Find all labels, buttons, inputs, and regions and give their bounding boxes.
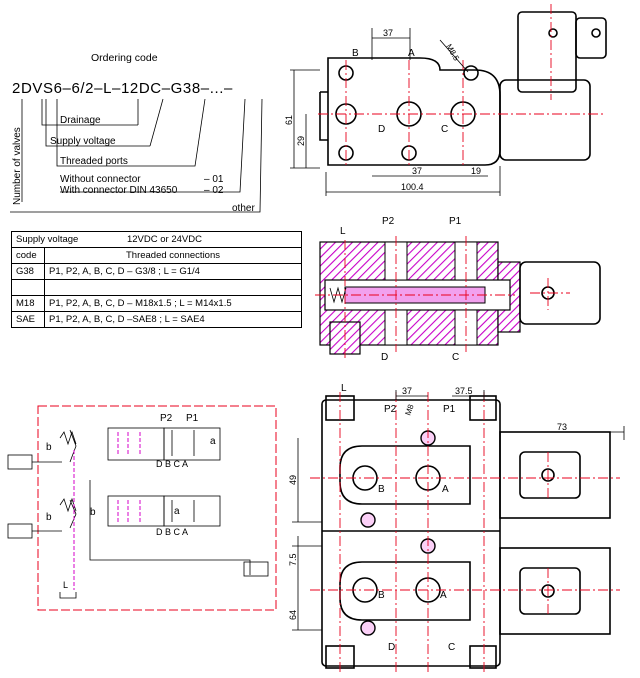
without-connector-code: – 01 — [204, 174, 224, 185]
solenoid-upper — [519, 451, 581, 499]
schematic-p1: P1 — [186, 413, 199, 424]
port-b-upper: B — [378, 484, 385, 495]
port-b-lower: B — [378, 590, 385, 601]
port-d-section: D — [381, 352, 388, 363]
solenoid-top — [499, 79, 591, 161]
table-row: M18 P1, P2, A, B, C, D – M18x1.5 ; L = M… — [11, 295, 302, 312]
row-code: SAE — [11, 311, 45, 328]
dim-19: 19 — [471, 166, 481, 176]
schematic-a-upper: a — [210, 436, 216, 447]
row-connections — [44, 279, 302, 296]
schematic-b-upper: b — [46, 442, 52, 453]
port-b-top: B — [352, 48, 359, 59]
row-code: M18 — [11, 295, 45, 312]
port-p1-section: P1 — [449, 216, 462, 227]
port-l-bottom: L — [341, 383, 347, 394]
row-code — [11, 279, 45, 296]
schematic-a-lower: a — [174, 506, 180, 517]
valve-body-top — [327, 57, 501, 166]
port-c-top: C — [441, 124, 448, 135]
port-a-lower: A — [440, 590, 447, 601]
schematic-l: L — [63, 580, 68, 590]
port-l-section: L — [340, 226, 346, 237]
row-connections: P1, P2, A, B, C, D –SAE8 ; L = SAE4 — [44, 311, 302, 328]
schematic-frame — [37, 405, 277, 611]
dim-100-4: 100.4 — [401, 182, 424, 192]
port-p2-section: P2 — [382, 216, 395, 227]
dim-37-top: 37 — [383, 28, 393, 38]
schematic-ports-upper: D B C A — [156, 459, 188, 469]
port-c-bottom: C — [448, 642, 455, 653]
dim-m8: M8 — [403, 403, 415, 417]
dim-7-5: 7.5 — [288, 553, 298, 566]
port-d-top: D — [378, 124, 385, 135]
row-connections: P1, P2, A, B, C, D – M18x1.5 ; L = M14x1… — [44, 295, 302, 312]
dim-29: 29 — [296, 136, 306, 146]
supply-voltage-table: Supply voltage 12VDC or 24VDC code Threa… — [11, 231, 302, 328]
with-connector-label: With connector DIN 43650 — [60, 185, 178, 196]
dim-m85: M8.5 — [444, 43, 461, 63]
table-column-header: code Threaded connections — [11, 247, 302, 264]
port-p1-bottom: P1 — [443, 404, 456, 415]
schematic-ports-lower: D B C A — [156, 527, 188, 537]
hydraulic-schematic: P2 P1 b a D B C A b b a D B C A L — [7, 405, 277, 611]
leader-other — [10, 98, 263, 213]
row-connections: P1, P2, A, B, C, D – G3/8 ; L = G1/4 — [44, 263, 302, 280]
supply-voltage-cell: Supply voltage — [16, 234, 79, 245]
dim-73: 73 — [557, 422, 567, 432]
bottom-view: L 37 37.5 P2 M8 P1 73 49 7.5 64 B A B A … — [288, 383, 625, 672]
port-a-top: A — [408, 48, 415, 59]
schematic-p2: P2 — [160, 413, 173, 424]
leader-drainage — [41, 99, 139, 126]
leader-connector — [60, 98, 246, 193]
table-row: G38 P1, P2, A, B, C, D – G3/8 ; L = G1/4 — [11, 263, 302, 280]
ordering-heading: Ordering code — [91, 52, 158, 64]
dim-61: 61 — [284, 115, 294, 125]
port-p2-bottom: P2 — [384, 404, 397, 415]
solenoid-lower — [519, 567, 581, 615]
other-label: other — [232, 203, 255, 214]
dim-37-bottom-view: 37 — [402, 386, 412, 396]
port-d-bottom: D — [388, 642, 395, 653]
dim-49: 49 — [288, 475, 298, 485]
number-of-valves-label: Number of valves — [12, 127, 23, 205]
solenoid-section — [519, 261, 601, 325]
with-connector-code: – 02 — [204, 185, 224, 196]
row-code: G38 — [11, 263, 45, 280]
threaded-ports-label: Threaded ports — [60, 156, 128, 167]
ordering-code-diagram: Ordering code 2DVS6–6/2–L–12DC–G38–...– … — [10, 52, 263, 214]
supply-voltage-value: 12VDC or 24VDC — [126, 234, 202, 245]
section-view: L P2 P1 D C — [315, 216, 601, 363]
stacked-body — [321, 399, 501, 667]
dim-37-bottom: 37 — [412, 166, 422, 176]
drainage-label: Drainage — [60, 115, 101, 126]
col-code: code — [11, 247, 45, 264]
port-c-section: C — [452, 352, 459, 363]
leader-ports — [56, 98, 206, 167]
table-row — [11, 279, 302, 296]
col-threaded-connections: Threaded connections — [44, 247, 302, 264]
schematic-b-lower: b — [46, 512, 52, 523]
schematic-b-mid: b — [90, 507, 96, 518]
supply-voltage-label: Supply voltage — [50, 136, 116, 147]
without-connector-label: Without connector — [60, 174, 141, 185]
port-a-upper: A — [442, 484, 449, 495]
ordering-code: 2DVS6–6/2–L–12DC–G38–...– — [12, 80, 233, 97]
bolt-hole — [463, 65, 479, 81]
leader-supply — [45, 98, 164, 147]
dim-64: 64 — [288, 610, 298, 620]
top-view: 37 B A M8.5 61 29 D C 37 19 100.4 — [284, 4, 607, 196]
table-header-row: Supply voltage 12VDC or 24VDC — [11, 231, 302, 248]
dim-37-5: 37.5 — [455, 386, 473, 396]
table-row: SAE P1, P2, A, B, C, D –SAE8 ; L = SAE4 — [11, 311, 302, 328]
